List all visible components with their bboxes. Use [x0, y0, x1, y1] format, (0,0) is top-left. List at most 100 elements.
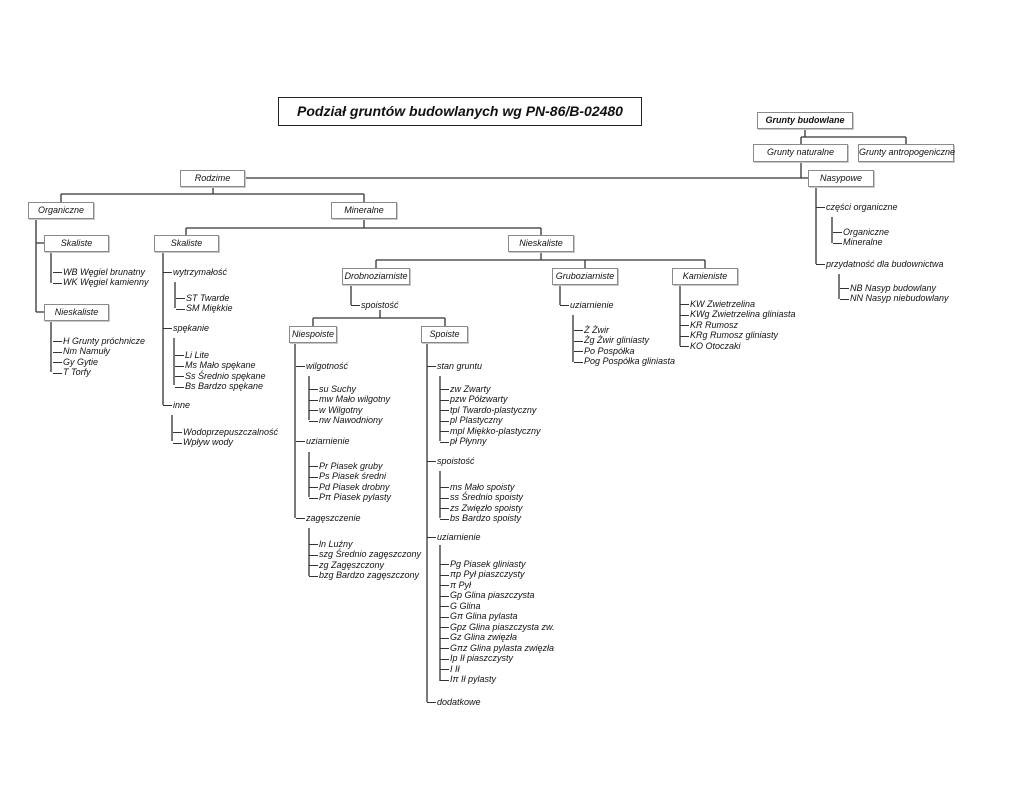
list-item: WB Węgiel brunatny: [53, 267, 149, 278]
node-nasypowe: Nasypowe: [808, 170, 874, 187]
label-spekanie: spękanie: [162, 323, 210, 333]
label-spoistosc: spoistość: [351, 300, 399, 310]
node-grunty-naturalne: Grunty naturalne: [753, 144, 848, 162]
list-item: πp Pył piaszczysty: [440, 569, 555, 580]
list-item: szg Średnio zagęszczony: [308, 549, 422, 560]
label-przydatnosc: przydatność dla budownictwa: [816, 259, 944, 269]
node-mineralne: Mineralne: [331, 202, 397, 219]
list-item: H Grunty próchnicze: [52, 335, 146, 346]
label-dodatkowe: dodatkowe: [427, 697, 481, 707]
list-item: ms Mało spoisty: [439, 482, 523, 493]
list-item: Po Pospółka: [573, 346, 675, 357]
list-item: Mineralne: [832, 237, 889, 248]
list-item: KR Rumosz: [680, 320, 796, 331]
list-item: Ps Piasek średni: [308, 471, 391, 482]
list-item: Ż Żwir: [573, 325, 675, 336]
list-item: KWg Zwietrzelina gliniasta: [680, 309, 796, 320]
list-item: zg Zagęszczony: [308, 560, 421, 571]
list-item: KO Otoczaki: [680, 341, 796, 352]
list-item: Pg Piasek gliniasty: [440, 559, 555, 570]
node-drobnoziarniste: Drobnoziarniste: [342, 268, 410, 285]
list-item: Żg Żwir gliniasty: [573, 335, 675, 346]
node-organiczne: Organiczne: [28, 202, 94, 219]
node-organiczne-skaliste: Skaliste: [44, 235, 109, 252]
list-item: Li Lite: [175, 350, 266, 361]
list-item: G Glina: [440, 601, 555, 612]
node-spoiste: Spoiste: [421, 326, 468, 343]
list-item: Pr Piasek gruby: [308, 461, 391, 472]
list-item: su Suchy: [308, 384, 390, 395]
label-wilgotnosc: wilgotność: [295, 361, 349, 371]
node-kamieniste: Kamieniste: [672, 268, 738, 285]
list-item: nw Nawodniony: [308, 415, 390, 426]
list-item: ST Twarde: [176, 293, 233, 304]
list-item: Gpz Glina piaszczysta zw.: [440, 621, 555, 632]
list-item: Pπ Piasek pylasty: [308, 492, 392, 503]
list-item: pl Plastyczny: [440, 415, 541, 426]
list-item: zw Zwarty: [440, 384, 541, 395]
list-item: I Ił: [440, 664, 555, 675]
list-item: Wpływ wody: [172, 437, 278, 448]
list-item: KW Zwietrzelina: [680, 299, 796, 310]
list-item: Pd Piasek drobny: [308, 481, 390, 492]
node-mineralne-skaliste: Skaliste: [154, 235, 219, 252]
list-item: ss Średnio spoisty: [439, 492, 524, 503]
list-item: T Torfy: [52, 367, 145, 378]
list-item: KRg Rumosz gliniasty: [680, 330, 796, 341]
list-item: NB Nasyp budowlany: [840, 283, 949, 294]
list-item: Gπz Glina pylasta zwięzła: [440, 642, 555, 653]
list-item: bzg Bardzo zagęszczony: [308, 570, 420, 581]
list-item: Ss Średnio spękane: [175, 370, 266, 381]
label-inne: inne: [162, 400, 191, 410]
list-item: Iπ Ił pylasty: [440, 674, 555, 685]
list-item: Gp Glina piaszczysta: [440, 590, 555, 601]
list-item: Ms Mało spękane: [175, 360, 266, 371]
list-item: WK Węgiel kamienny: [53, 277, 149, 288]
list-item: π Pył: [440, 580, 555, 591]
label-czesci-organiczne: części organiczne: [816, 202, 898, 212]
list-item: Wodoprzepuszczalność: [172, 426, 279, 437]
node-grunty-antropogeniczne: Grunty antropogeniczne: [858, 144, 955, 162]
list-item: Pog Pospółka gliniasta: [573, 356, 676, 367]
label-zageszczenie: zagęszczenie: [296, 513, 361, 523]
node-grunty-budowlane: Grunty budowlane: [757, 112, 853, 129]
list-item: mw Mało wilgotny: [308, 394, 391, 405]
diagram-title: Podział gruntów budowlanych wg PN-86/B-0…: [278, 97, 642, 126]
node-rodzime: Rodzime: [180, 170, 245, 187]
list-item: ln Luźny: [308, 539, 421, 550]
label-stan-gruntu: stan gruntu: [426, 361, 483, 371]
label-spoiste-uziarnienie: uziarnienie: [427, 532, 481, 542]
label-spoiste-spoistosc: spoistość: [427, 456, 475, 466]
list-item: Nm Namuły: [52, 346, 145, 357]
list-item: Bs Bardzo spękane: [175, 381, 266, 392]
list-item: tpl Twardo-plastyczny: [440, 405, 541, 416]
list-item: Ip Ił piaszczysty: [440, 653, 555, 664]
list-item: NN Nasyp niebudowlany: [840, 293, 949, 304]
list-item: pzw Półzwarty: [440, 394, 541, 405]
node-gruboziarniste: Gruboziarniste: [552, 268, 618, 285]
list-item: pł Płynny: [440, 436, 541, 447]
list-item: Gz Glina zwięzła: [440, 632, 555, 643]
list-item: Gy Gytie: [52, 357, 145, 368]
list-item: w Wilgotny: [308, 405, 390, 416]
list-item: Organiczne: [832, 226, 890, 237]
label-niespoiste-uziarnienie: uziarnienie: [296, 436, 350, 446]
list-item: bs Bardzo spoisty: [439, 513, 522, 524]
label-grubo-uziarnienie: uziarnienie: [560, 300, 614, 310]
